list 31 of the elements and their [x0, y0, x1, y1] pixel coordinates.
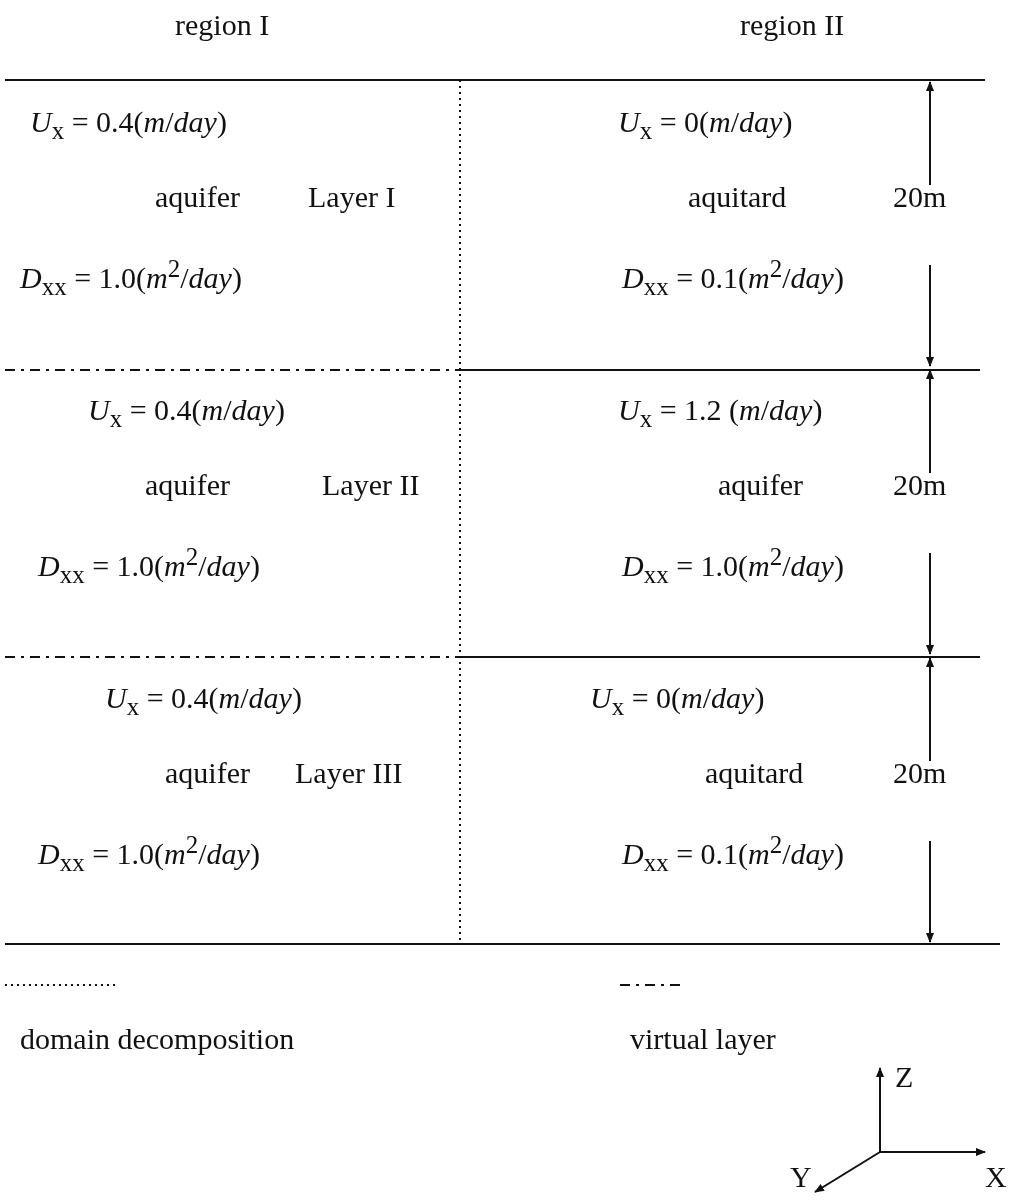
layer-label: Layer I — [308, 180, 396, 214]
legend-label: domain decomposition — [20, 1022, 295, 1056]
dispersion-label: D$_{xx}$ = 1.0(m$^{2}$/day) — [20, 255, 242, 301]
material-label: aquitard — [705, 756, 804, 790]
legend-label: virtual layer — [630, 1022, 776, 1056]
dimension-label: 20m — [893, 468, 947, 502]
velocity-label: U$_{x}$ = 0.4(m/day) — [88, 393, 285, 433]
velocity-label: U$_{x}$ = 1.2 (m/day) — [618, 393, 823, 433]
material-label: aquifer — [145, 468, 230, 502]
material-label: aquifer — [155, 180, 240, 214]
axis-label: X — [985, 1160, 1007, 1194]
velocity-label: U$_{x}$ = 0.4(m/day) — [105, 681, 302, 721]
dispersion-label: D$_{xx}$ = 0.1(m$^{2}$/day) — [622, 831, 844, 877]
region-heading: region I — [175, 8, 270, 42]
dimension-label: 20m — [893, 180, 947, 214]
layer-label: Layer III — [295, 756, 403, 790]
material-label: aquifer — [718, 468, 803, 502]
dispersion-label: D$_{xx}$ = 0.1(m$^{2}$/day) — [622, 255, 844, 301]
dispersion-label: D$_{xx}$ = 1.0(m$^{2}$/day) — [38, 543, 260, 589]
dispersion-label: D$_{xx}$ = 1.0(m$^{2}$/day) — [622, 543, 844, 589]
dispersion-label: D$_{xx}$ = 1.0(m$^{2}$/day) — [38, 831, 260, 877]
region-heading: region II — [740, 8, 845, 42]
layer-label: Layer II — [322, 468, 420, 502]
velocity-label: U$_{x}$ = 0.4(m/day) — [30, 105, 227, 145]
velocity-label: U$_{x}$ = 0(m/day) — [618, 105, 793, 145]
velocity-label: U$_{x}$ = 0(m/day) — [590, 681, 765, 721]
axis-label: Y — [790, 1160, 812, 1194]
material-label: aquifer — [165, 756, 250, 790]
axis-label: Z — [895, 1060, 914, 1094]
material-label: aquitard — [688, 180, 787, 214]
dimension-label: 20m — [893, 756, 947, 790]
